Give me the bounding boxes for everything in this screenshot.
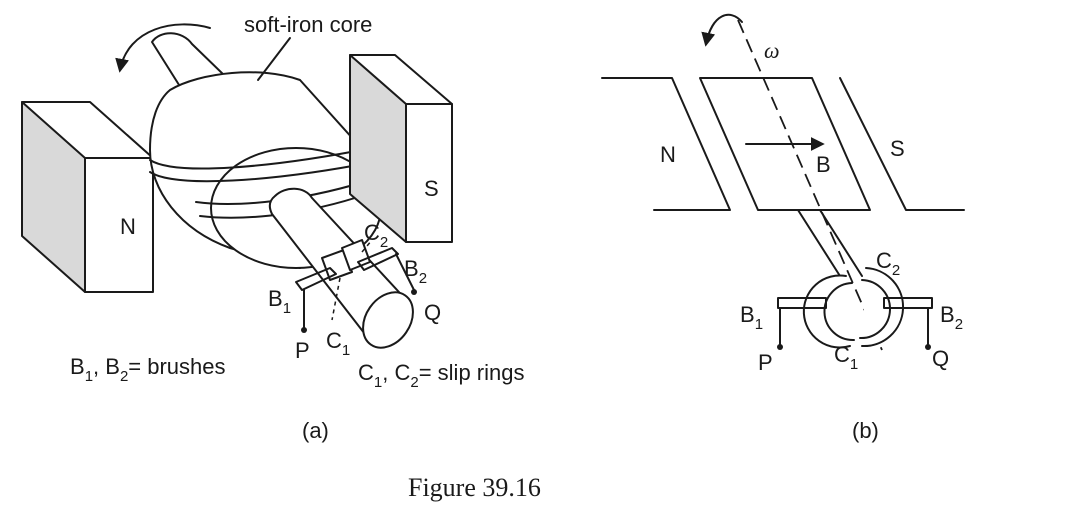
rotation-axis	[737, 19, 883, 351]
panel-a: soft-iron core N S B1 B2 C1 C2 P Q B1, B…	[21, 12, 524, 443]
rotation-arrow	[115, 23, 211, 73]
field-b-label: B	[816, 152, 831, 177]
omega-arrow	[701, 13, 743, 47]
panel-b: ω N S B B1 B2 C1 C2 P Q (b)	[601, 13, 965, 443]
slip-rings	[321, 239, 371, 281]
pole-s-face	[839, 77, 965, 211]
pole-n-label: N	[120, 214, 136, 239]
brush-b1	[295, 267, 337, 333]
pole-n-face	[601, 77, 731, 211]
caption-a: (a)	[302, 418, 329, 443]
ring-c1-label: C1	[326, 328, 350, 359]
ring-c2-label: C2	[364, 220, 388, 251]
c1-pointer	[331, 277, 341, 321]
brush-b2	[357, 247, 417, 295]
terminal-p-label: P	[295, 338, 310, 363]
brush-b1-label: B1	[268, 286, 291, 317]
pole-s-label-b: S	[890, 136, 905, 161]
terminal-q-label-b: Q	[932, 346, 949, 371]
caption-b: (b)	[852, 418, 879, 443]
legend-slip-rings: C1, C2= slip rings	[358, 360, 524, 391]
terminal-p-label-b: P	[758, 350, 773, 375]
omega-label: ω	[764, 38, 780, 63]
brush-b2-b	[883, 297, 933, 350]
legend-brushes: B1, B2= brushes	[70, 354, 226, 385]
brush-b1-label-b: B1	[740, 302, 763, 333]
ring-c1-label-b: C1	[834, 342, 858, 373]
coil-stem-2	[819, 209, 863, 277]
coil-stem	[797, 209, 841, 277]
split-ring	[802, 267, 904, 349]
brush-b2-label-b: B2	[940, 302, 963, 333]
brush-b1-b	[777, 297, 827, 350]
c2-pointer	[361, 239, 373, 253]
core-pointer	[257, 37, 291, 81]
brush-b2-label: B2	[404, 256, 427, 287]
core-label: soft-iron core	[244, 12, 372, 37]
magnet-s-block	[349, 54, 453, 243]
ring-c2-label-b: C2	[876, 248, 900, 279]
figure-caption: Figure 39.16	[408, 473, 541, 502]
terminal-q-label: Q	[424, 300, 441, 325]
pole-s-label: S	[424, 176, 439, 201]
magnet-n-block	[21, 101, 154, 293]
pole-n-label-b: N	[660, 142, 676, 167]
